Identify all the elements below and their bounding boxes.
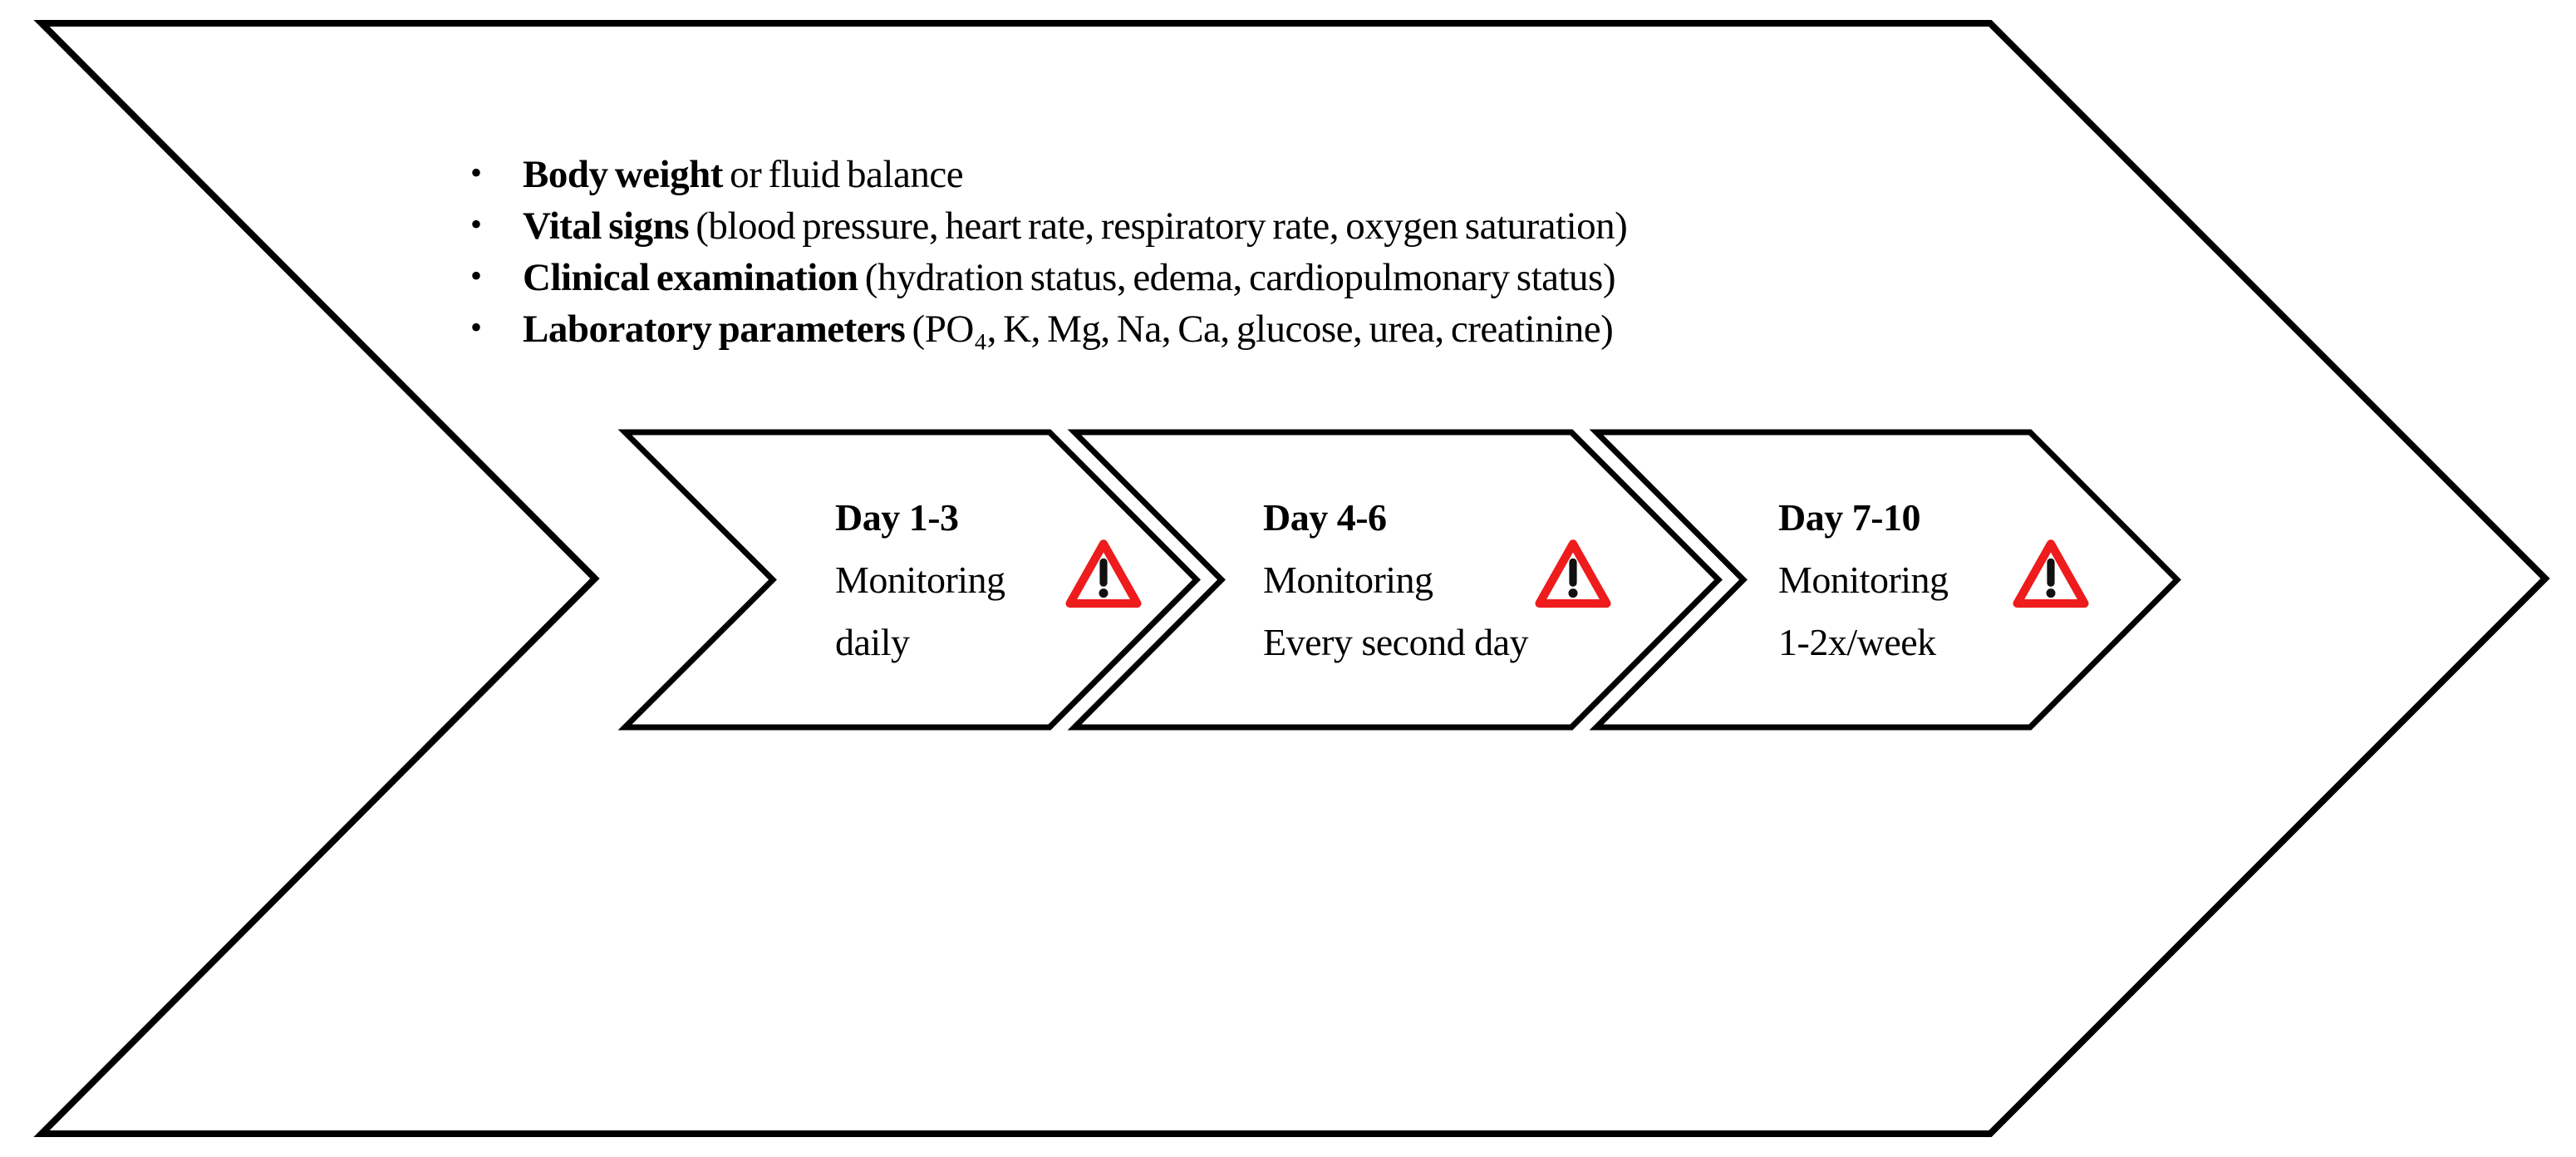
parameter-rest: (PO₄, K, Mg, Na, Ca, glucose, urea, crea… (905, 308, 1614, 351)
parameter-rest: or fluid balance (722, 153, 964, 196)
bullet-icon: • (470, 205, 482, 243)
phase-chevron-day-4-6 (1067, 429, 1723, 731)
parameter-lead: Body weight (523, 153, 723, 196)
phase-monitoring-label: Monitoring (835, 559, 1005, 601)
phase-chevron-day-7-10 (1589, 429, 2181, 731)
phase-day-range: Day 7-10 (1778, 496, 1921, 539)
phase-label-day-1-3: Day 1-3 Monitoring daily (835, 486, 1005, 673)
parameter-rest: (hydration status, edema, cardiopulmonar… (858, 256, 1616, 299)
parameter-rest: (blood pressure, heart rate, respiratory… (689, 204, 1628, 248)
phase-monitoring-label: Monitoring (1778, 559, 1949, 601)
monitoring-parameters-list: • Body weight or fluid balance • Vital sig… (467, 149, 1628, 355)
list-item: • Vital signs (blood pressure, heart rate… (467, 200, 1628, 252)
phase-day-range: Day 4-6 (1263, 496, 1387, 539)
bullet-icon: • (470, 257, 482, 294)
list-item: • Body weight or fluid balance (467, 149, 1627, 200)
list-item: • Laboratory parameters (PO₄, K, Mg, Na, … (467, 303, 1627, 355)
phase-label-day-7-10: Day 7-10 Monitoring 1-2x/week (1778, 486, 1949, 673)
phase-label-day-4-6: Day 4-6 Monitoring Every second day (1263, 486, 1529, 673)
parameter-lead: Vital signs (523, 204, 690, 248)
phase-day-range: Day 1-3 (835, 496, 959, 539)
phase-frequency: 1-2x/week (1778, 621, 1936, 663)
bullet-icon: • (470, 154, 482, 191)
bullet-icon: • (470, 308, 482, 346)
parameter-lead: Clinical examination (523, 256, 858, 299)
list-item: • Clinical examination (hydration status,… (467, 252, 1627, 303)
parameter-lead: Laboratory parameters (523, 308, 906, 351)
phase-frequency: daily (835, 621, 910, 663)
phase-frequency: Every second day (1263, 621, 1529, 663)
phase-monitoring-label: Monitoring (1263, 559, 1433, 601)
phase-chevron-day-1-3 (617, 429, 1201, 731)
